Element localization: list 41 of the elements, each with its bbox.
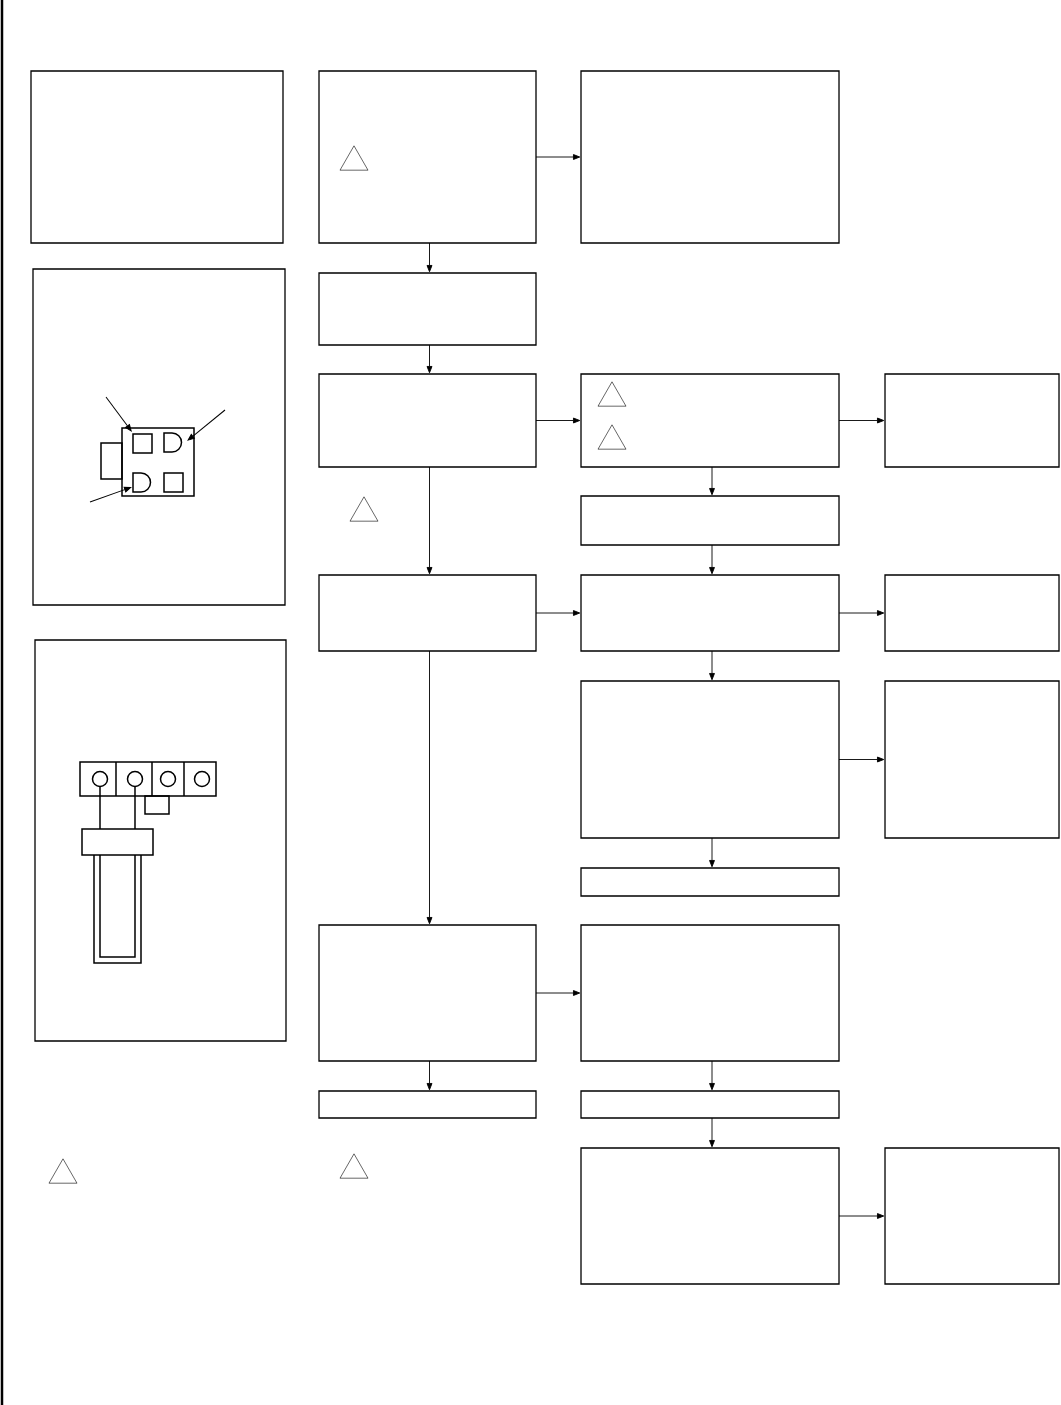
- arrow: [709, 1060, 715, 1091]
- flow-box: [580, 574, 840, 652]
- flow-box: [318, 272, 537, 346]
- arrow: [426, 1060, 433, 1091]
- arrow: [426, 466, 433, 575]
- arrow: [709, 544, 715, 575]
- flow-box: [580, 70, 840, 244]
- arrow: [426, 650, 433, 925]
- arrow: [709, 1117, 715, 1148]
- flow-box: [580, 924, 840, 1062]
- flow-box: [884, 373, 1060, 468]
- arrow: [535, 417, 581, 424]
- flow-box: [884, 574, 1060, 652]
- arrow: [709, 837, 715, 868]
- flow-box: [30, 70, 284, 244]
- arrow: [535, 154, 581, 160]
- arrow: [838, 756, 885, 763]
- arrow: [426, 344, 433, 374]
- arrow: [709, 650, 715, 681]
- flow-box: [580, 495, 840, 546]
- flow-box: [580, 373, 840, 468]
- arrow: [535, 610, 581, 616]
- arrow: [838, 610, 885, 616]
- flow-box: [884, 1147, 1060, 1285]
- flow-box: [580, 1147, 840, 1285]
- flow-box: [318, 1090, 537, 1119]
- flow-box: [34, 639, 287, 1042]
- arrow: [838, 1213, 885, 1219]
- flow-box: [318, 373, 537, 468]
- flow-box: [580, 1090, 840, 1119]
- arrow: [838, 417, 885, 424]
- flow-box: [318, 70, 537, 244]
- flow-box: [318, 924, 537, 1062]
- arrow: [535, 990, 581, 996]
- flow-box: [32, 268, 286, 606]
- flow-box: [318, 574, 537, 652]
- arrow: [709, 466, 715, 496]
- arrow: [426, 242, 433, 273]
- flow-box: [580, 867, 840, 897]
- flow-box: [580, 680, 840, 839]
- flow-box: [884, 680, 1060, 839]
